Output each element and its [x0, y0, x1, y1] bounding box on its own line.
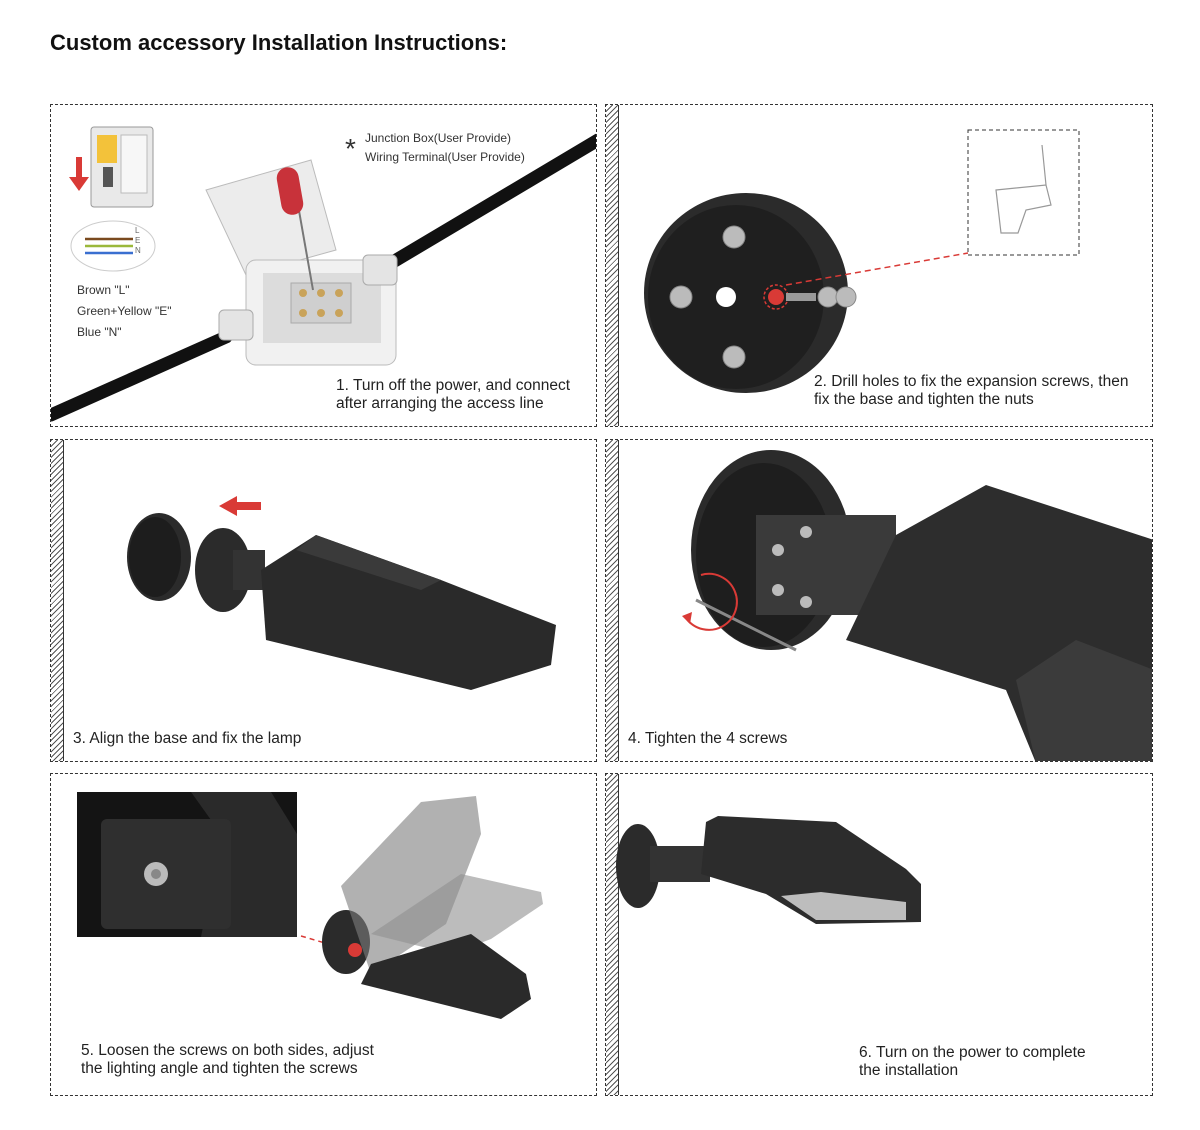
step-2-panel: 2. Drill holes to fix the expansion scre… [605, 104, 1153, 427]
drill-inset-frame [968, 130, 1079, 255]
flood-lamp-icon [261, 535, 556, 690]
breaker-icon [91, 127, 153, 207]
asterisk-mark: * [345, 135, 356, 163]
wire-legend-green-yellow: Green+Yellow "E" [77, 301, 171, 322]
mounting-base-icon [644, 193, 848, 393]
step-1-caption-line2: after arranging the access line [336, 395, 544, 413]
step-1-panel: * Junction Box(User Provide) Wiring Term… [50, 104, 597, 427]
wire-legend-brown: Brown "L" [77, 280, 130, 301]
junction-box-note: Junction Box(User Provide) [365, 129, 511, 148]
step-2-caption-line1: 2. Drill holes to fix the expansion scre… [814, 373, 1128, 391]
wire-legend-blue: Blue "N" [77, 322, 122, 343]
arrow-left-icon [219, 496, 261, 516]
wire-letter-l: L [135, 227, 139, 235]
wire-colors-icon [71, 221, 155, 271]
wire-letter-n: N [135, 247, 141, 255]
page-title: Custom accessory Installation Instructio… [50, 30, 507, 56]
step-1-caption-line1: 1. Turn off the power, and connect [336, 377, 570, 395]
step-5-caption-line2: the lighting angle and tighten the screw… [81, 1060, 358, 1078]
junction-box-icon [206, 160, 397, 365]
step-4-panel: 4. Tighten the 4 screws [605, 439, 1153, 762]
wire-letter-e: E [135, 237, 140, 245]
step-5-caption-line1: 5. Loosen the screws on both sides, adju… [81, 1042, 374, 1060]
step-4-caption: 4. Tighten the 4 screws [628, 730, 787, 748]
align-base-illustration [51, 440, 597, 762]
lamp-base-icon [195, 528, 265, 612]
step-3-caption: 3. Align the base and fix the lamp [73, 730, 301, 748]
detail-inset-image [77, 792, 297, 937]
step-6-panel: 6. Turn on the power to complete the ins… [605, 773, 1153, 1096]
wiring-terminal-note: Wiring Terminal(User Provide) [365, 148, 525, 167]
step-6-caption-line2: the installation [859, 1062, 958, 1080]
tighten-screws-illustration [606, 440, 1153, 762]
step-5-panel: 5. Loosen the screws on both sides, adju… [50, 773, 597, 1096]
wall-base-icon [127, 513, 191, 601]
installed-flood-lamp-icon [616, 816, 921, 924]
step-2-caption-line2: fix the base and tighten the nuts [814, 391, 1034, 409]
step-6-caption-line1: 6. Turn on the power to complete [859, 1044, 1086, 1062]
arrow-down-icon [69, 157, 89, 191]
step-3-panel: 3. Align the base and fix the lamp [50, 439, 597, 762]
flood-lamp-icon [322, 796, 543, 1019]
